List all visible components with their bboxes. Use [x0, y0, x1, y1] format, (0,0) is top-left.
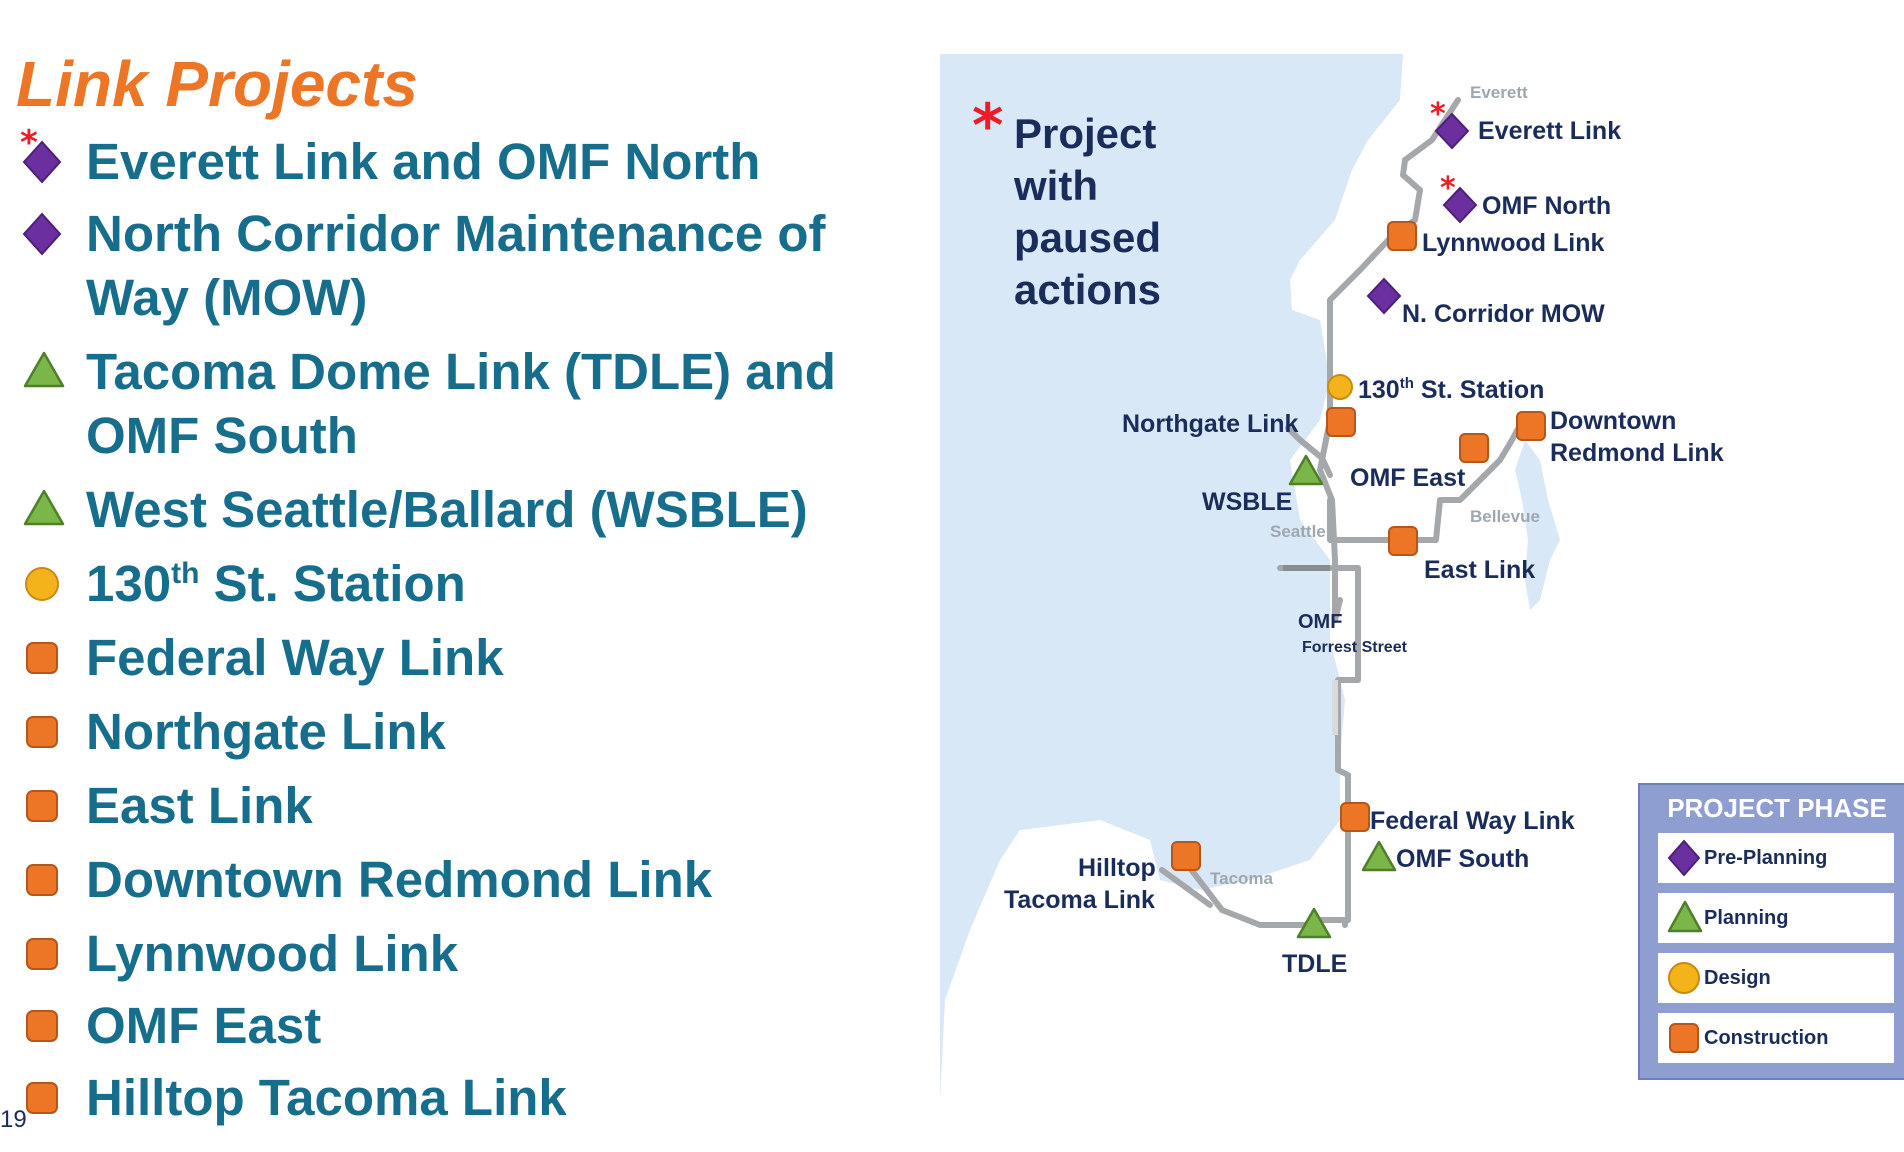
project-label: Downtown Redmond Link: [86, 851, 713, 908]
tdle-triangle-icon: [1296, 907, 1332, 939]
project-label: 130th St. Station: [86, 555, 466, 612]
orange-square-icon: [26, 716, 58, 748]
orange-square-icon: [26, 938, 58, 970]
east-link-square-icon: [1388, 526, 1418, 556]
map-label-lynnwood-link: Lynnwood Link: [1422, 229, 1604, 257]
n-corridor-mow-diamond-icon: [1366, 277, 1402, 315]
green-triangle-icon: [23, 351, 65, 388]
orange-square-icon: [1669, 1023, 1699, 1053]
city-seattle: Seattle: [1270, 522, 1326, 541]
legend-label: Pre-Planning: [1704, 847, 1828, 869]
lynnwood-link-square-icon: [1387, 221, 1417, 251]
map-label-omf-south: OMF South: [1396, 845, 1529, 873]
station-130-circle-icon: [1327, 374, 1353, 400]
everett-link-diamond-icon: [1434, 112, 1470, 150]
map-label-downtown-redmond-2: Redmond Link: [1550, 439, 1724, 467]
orange-square-icon: [26, 1010, 58, 1042]
map-label-tdle: TDLE: [1282, 950, 1347, 978]
rail-line: [1327, 422, 1523, 543]
map-label-130th: 130th St. Station: [1358, 375, 1544, 404]
project-label: Federal Way Link: [86, 629, 504, 686]
rail-line: [1285, 425, 1333, 478]
project-label-continued: OMF South: [86, 407, 358, 464]
map-label-omf-forrest-2: Forrest Street: [1302, 639, 1408, 656]
map-label-federal-way-link: Federal Way Link: [1370, 807, 1575, 835]
project-label: Northgate Link: [86, 703, 446, 760]
yellow-circle-icon: [1668, 962, 1700, 994]
puget-sound-water: [940, 54, 1403, 1110]
city-bellevue: Bellevue: [1470, 507, 1540, 526]
omf-north-paused-star-icon: *: [1440, 171, 1456, 206]
rail-line: [1159, 867, 1213, 908]
purple-diamond-icon: [22, 212, 62, 256]
hilltop-square-icon: [1171, 841, 1201, 871]
project-label: East Link: [86, 777, 313, 834]
northgate-link-square-icon: [1326, 407, 1356, 437]
map-label-downtown-redmond-1: Downtown: [1550, 407, 1676, 435]
federal-way-square-icon: [1340, 802, 1370, 832]
project-label: West Seattle/Ballard (WSBLE): [86, 481, 808, 538]
project-label: Hilltop Tacoma Link: [86, 1069, 567, 1126]
downtown-redmond-square-icon: [1516, 411, 1546, 441]
rail-line: [1317, 97, 1461, 623]
legend-label: Planning: [1704, 907, 1789, 929]
legend-item-design: Design: [1658, 953, 1894, 1003]
paused-star-icon: *: [972, 91, 1004, 161]
map-label-omf-forrest-1: OMF: [1298, 611, 1342, 633]
page-number: 19: [0, 1106, 27, 1133]
legend-label: Design: [1704, 967, 1771, 989]
project-label: OMF East: [86, 997, 322, 1054]
map-label-omf-east: OMF East: [1350, 464, 1466, 492]
paused-note-text: Project with paused actions: [1014, 110, 1162, 313]
project-phase-legend: PROJECT PHASE Pre-Planning Planning Desi…: [1638, 783, 1904, 1080]
omf-north-diamond-icon: [1442, 186, 1478, 224]
map-labels: Everett Link OMF North Lynnwood Link N. …: [1004, 117, 1724, 978]
map-label-east-link: East Link: [1424, 556, 1535, 584]
map-label-wsble: WSBLE: [1202, 488, 1292, 516]
purple-diamond-icon: [1667, 839, 1701, 877]
map-label-hilltop-1: Hilltop: [1078, 854, 1156, 882]
page-title: Link Projects: [16, 48, 418, 120]
project-label: Tacoma Dome Link (TDLE) and: [86, 343, 836, 400]
yellow-circle-icon: [25, 567, 59, 601]
project-label: Everett Link and OMF North: [86, 133, 761, 190]
orange-square-icon: [26, 642, 58, 674]
wsble-triangle-icon: [1288, 454, 1324, 486]
map-label-omf-north: OMF North: [1482, 192, 1611, 220]
legend-item-pre-planning: Pre-Planning: [1658, 833, 1894, 883]
map-label-hilltop-2: Tacoma Link: [1004, 886, 1155, 914]
map-label-northgate-link: Northgate Link: [1122, 410, 1298, 438]
orange-square-icon: [26, 790, 58, 822]
project-list: * Everett Link and OMF North North Corri…: [0, 0, 900, 1152]
map-label-everett-link: Everett Link: [1478, 117, 1621, 145]
omf-east-square-icon: [1459, 433, 1489, 463]
legend-item-construction: Construction: [1658, 1013, 1894, 1063]
map-label-n-corridor-mow: N. Corridor MOW: [1402, 300, 1605, 328]
omf-south-triangle-icon: [1361, 840, 1397, 872]
city-tacoma: Tacoma: [1210, 869, 1274, 888]
green-triangle-icon: [23, 489, 65, 526]
legend-title: PROJECT PHASE: [1667, 793, 1887, 823]
orange-square-icon: [26, 1082, 58, 1114]
everett-paused-star-icon: *: [1430, 97, 1446, 132]
legend-item-planning: Planning: [1658, 893, 1894, 943]
project-label: North Corridor Maintenance of: [86, 205, 826, 262]
lake-washington: [1515, 440, 1560, 610]
map-markers: [1171, 112, 1546, 939]
project-label-continued: Way (MOW): [86, 269, 368, 326]
legend-label: Construction: [1704, 1027, 1829, 1049]
purple-diamond-icon: [22, 140, 62, 184]
city-everett: Everett: [1470, 83, 1528, 102]
project-label: Lynnwood Link: [86, 925, 459, 982]
orange-square-icon: [26, 864, 58, 896]
green-triangle-icon: [1667, 900, 1703, 933]
